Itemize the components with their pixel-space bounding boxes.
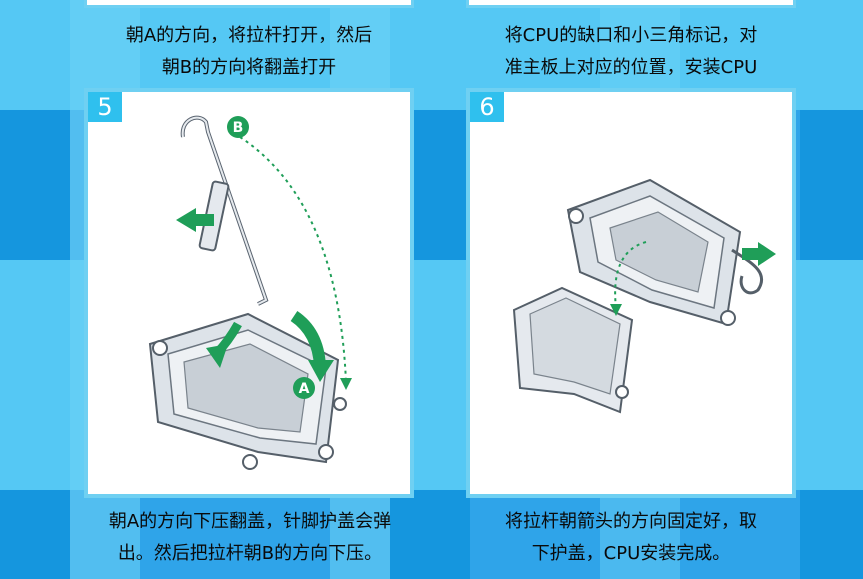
caption-line: 将拉杆朝箭头的方向固定好，取 [505, 511, 757, 532]
caption-step5: 朝A的方向下压翻盖，针脚护盖会弹 出。然后把拉杆朝B的方向下压。 [60, 506, 440, 570]
fix-lever-arrow [742, 242, 776, 266]
caption-step4-right: 将CPU的缺口和小三角标记，对 准主板上对应的位置，安装CPU [456, 20, 806, 84]
caption-line: 朝A的方向，将拉杆打开，然后 [125, 25, 373, 46]
step-6-illustration [512, 178, 776, 414]
label-a: A [299, 381, 310, 397]
step-5-panel: 5 B A [84, 88, 414, 498]
step-6-badge: 6 [470, 92, 504, 122]
caption-line: 准主板上对应的位置，安装CPU [504, 57, 758, 78]
remove-cover-arrow [176, 208, 214, 232]
label-b: B [233, 120, 244, 136]
step-5-badge: 5 [88, 92, 122, 122]
caption-line: 出。然后把拉杆朝B的方向下压。 [117, 543, 383, 564]
step-6-panel: 6 [466, 88, 796, 498]
caption-line: 朝B的方向将翻盖打开 [161, 57, 337, 78]
caption-step6: 将拉杆朝箭头的方向固定好，取 下护盖，CPU安装完成。 [456, 506, 806, 570]
top-left-panel-edge [84, 0, 414, 8]
caption-line: 下护盖，CPU安装完成。 [531, 543, 731, 564]
top-right-panel-edge [466, 0, 796, 8]
step-5-illustration: B A [148, 115, 352, 470]
caption-line: 朝A的方向下压翻盖，针脚护盖会弹 [108, 511, 392, 532]
caption-line: 将CPU的缺口和小三角标记，对 [504, 25, 758, 46]
caption-step4-left: 朝A的方向，将拉杆打开，然后 朝B的方向将翻盖打开 [84, 20, 414, 84]
